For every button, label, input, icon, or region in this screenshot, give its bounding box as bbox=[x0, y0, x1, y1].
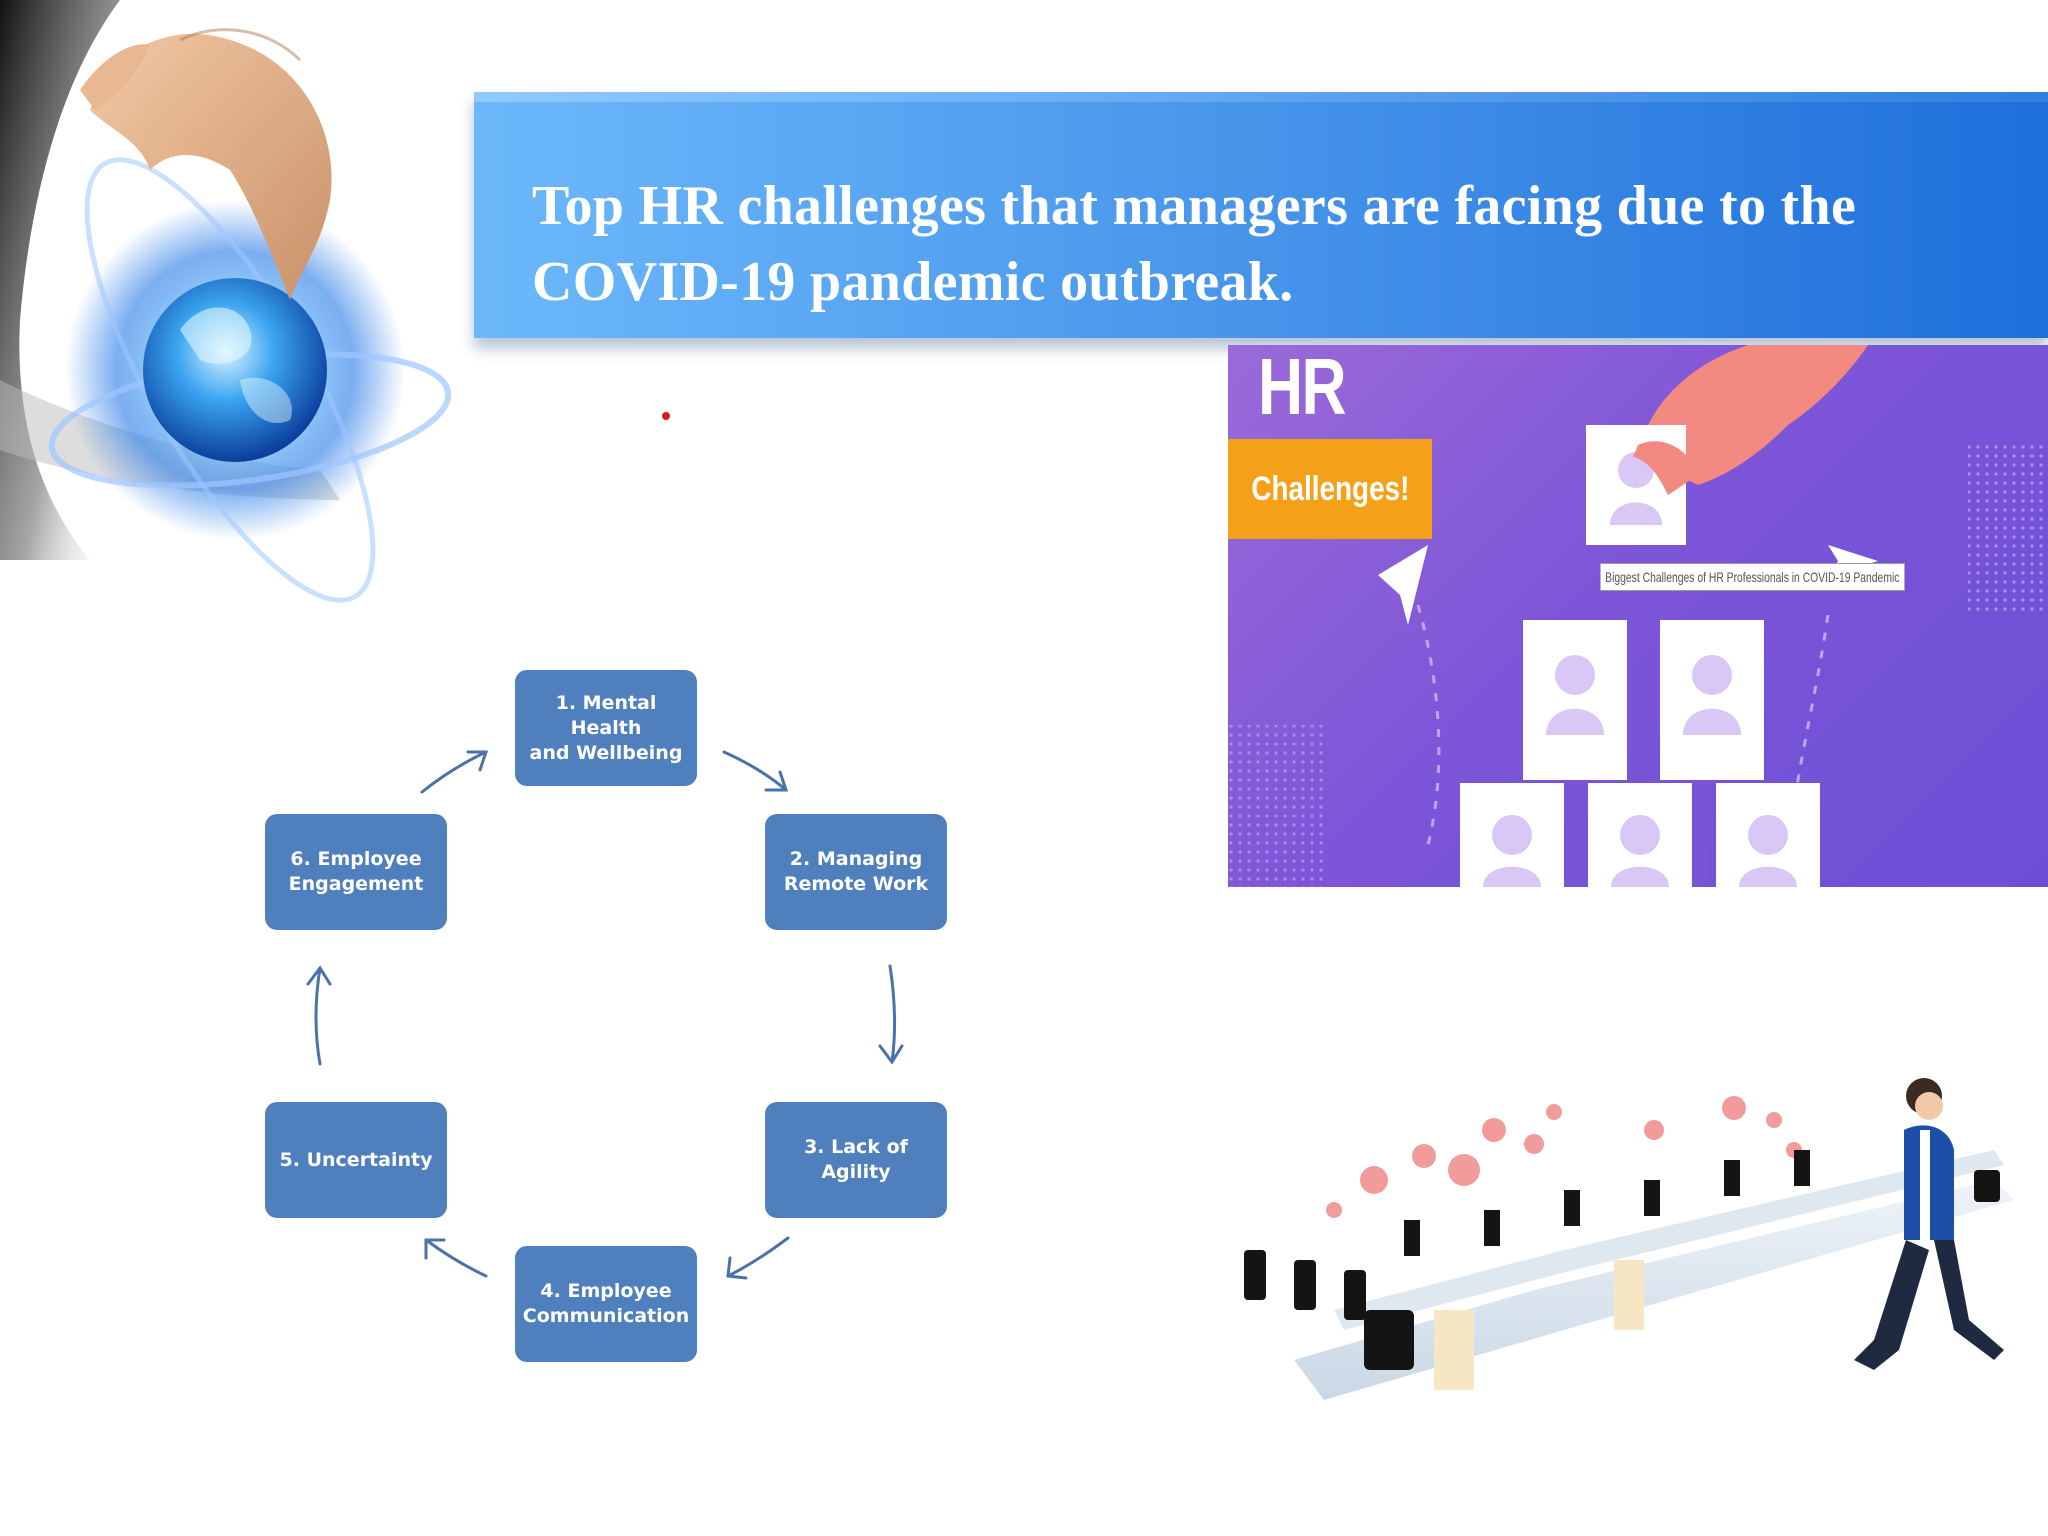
cycle-step-label: 3. Lack of Agility bbox=[804, 1136, 908, 1183]
cycle-step-mental-health: 1. Mental Health and Wellbeing bbox=[515, 670, 697, 786]
bullet-dot bbox=[662, 412, 670, 420]
walking-man-icon bbox=[1854, 1078, 2004, 1370]
cycle-step-label: 1. Mental Health and Wellbeing bbox=[529, 691, 683, 764]
hr-heading: HR bbox=[1258, 345, 1347, 431]
cycle-step-label: 6. Employee Engagement bbox=[288, 848, 424, 895]
slide-title: Top HR challenges that managers are faci… bbox=[532, 175, 1857, 313]
arrow-5-to-6-head bbox=[306, 965, 332, 986]
arrow-1-to-2-head bbox=[764, 770, 789, 792]
hr-org-chart-illustration bbox=[1228, 345, 2048, 887]
hr-challenges-image: HR Challenges! Biggest Challenges of HR … bbox=[1228, 345, 2048, 887]
cycle-step-employee-engagement: 6. Employee Engagement bbox=[265, 814, 447, 930]
arrow-3-to-4-head bbox=[726, 1256, 748, 1280]
arrow-3-to-4 bbox=[726, 1236, 790, 1278]
challenges-badge-label: Challenges! bbox=[1250, 469, 1410, 508]
office-illustration bbox=[1244, 1078, 2014, 1400]
cycle-step-remote-work: 2. Managing Remote Work bbox=[765, 814, 947, 930]
cycle-step-employee-communication: 4. Employee Communication bbox=[515, 1246, 697, 1362]
cycle-step-label: 4. Employee Communication bbox=[522, 1280, 690, 1327]
challenges-badge: Challenges! bbox=[1228, 439, 1432, 539]
cycle-step-label: 2. Managing Remote Work bbox=[783, 848, 929, 895]
arrow-4-to-5-head bbox=[424, 1238, 446, 1260]
arrow-6-to-1 bbox=[420, 750, 488, 794]
hr-image-caption: Biggest Challenges of HR Professionals i… bbox=[1600, 563, 1905, 591]
office-chairs-icon bbox=[1244, 1150, 2000, 1370]
globe-hand-illustration bbox=[0, 0, 452, 603]
arrow-2-to-3 bbox=[888, 964, 897, 1064]
cycle-step-uncertainty: 5. Uncertainty bbox=[265, 1102, 447, 1218]
org-chart-cards bbox=[1460, 620, 1820, 887]
desk-rows bbox=[1294, 1150, 2014, 1400]
cycle-step-label: 5. Uncertainty bbox=[279, 1148, 433, 1171]
arrow-4-to-5 bbox=[424, 1238, 488, 1278]
title-banner bbox=[474, 92, 2048, 338]
arrow-1-to-2 bbox=[722, 750, 788, 792]
arrow-2-to-3-head bbox=[878, 1044, 904, 1065]
cycle-step-lack-of-agility: 3. Lack of Agility bbox=[765, 1102, 947, 1218]
arrow-5-to-6 bbox=[314, 966, 322, 1066]
arrow-6-to-1-head bbox=[466, 750, 489, 772]
